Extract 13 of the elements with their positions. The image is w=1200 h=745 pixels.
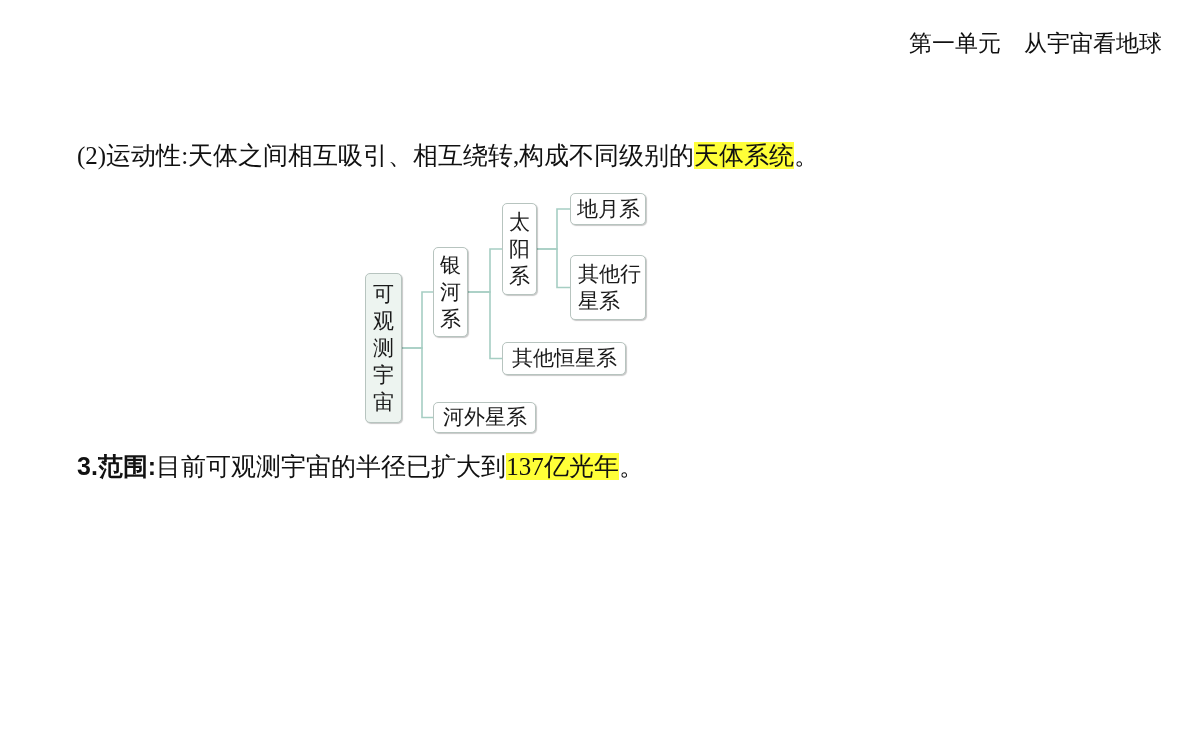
category-box: 银河系 [433, 247, 468, 337]
category-box: 河外星系 [433, 402, 536, 433]
category-box: 其他行星系 [570, 255, 646, 320]
category-box: 太阳系 [502, 203, 537, 295]
connector-line [536, 248, 571, 289]
connector-line [467, 291, 503, 360]
category-box: 地月系 [570, 193, 646, 225]
body-text: 3.范围:目前可观测宇宙的半径已扩大到137亿光年。 [77, 451, 644, 482]
category-box: 可观测宇宙 [365, 273, 402, 423]
page-header: 第一单元 从宇宙看地球 [909, 29, 1162, 58]
connector-line [401, 347, 434, 419]
body-text: (2)运动性:天体之间相互吸引、相互绕转,构成不同级别的天体系统。 [77, 141, 820, 172]
category-box: 其他恒星系 [502, 342, 626, 375]
